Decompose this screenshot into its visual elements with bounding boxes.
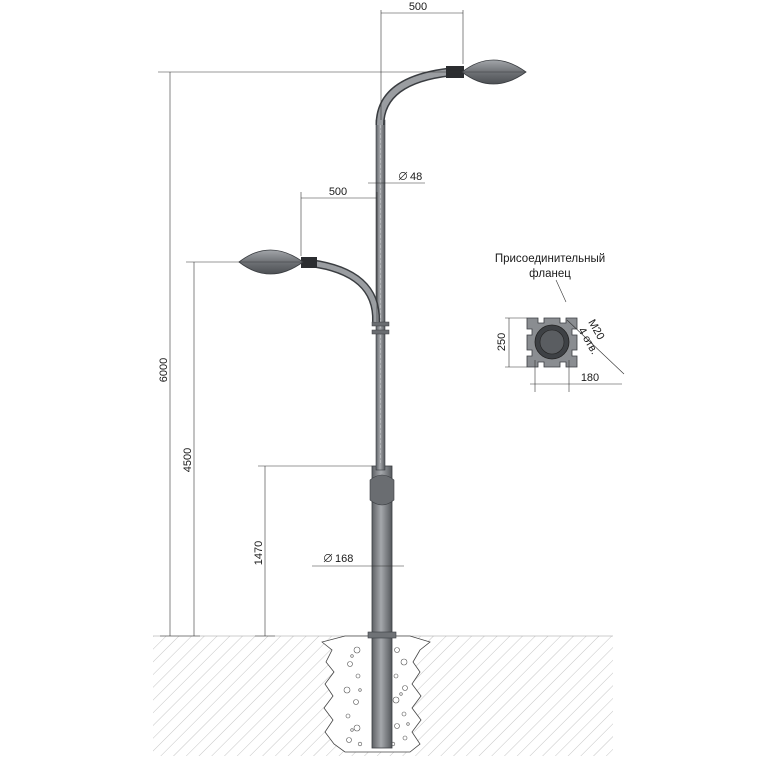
dim-upper-arm-reach: 500 bbox=[380, 1, 464, 120]
dim-base-section-height-label: 1470 bbox=[253, 541, 265, 565]
dim-lower-arm-reach: 500 bbox=[300, 186, 378, 322]
base-pipe bbox=[367, 465, 397, 749]
lower-luminaire bbox=[238, 249, 304, 275]
dim-base-pipe-diameter-label: 168 bbox=[335, 553, 353, 565]
diameter-icon-slash bbox=[323, 553, 333, 563]
dim-lower-luminaire-height: 4500 bbox=[182, 261, 240, 636]
dim-base-pipe-diameter: 168 bbox=[312, 553, 404, 567]
flange-side-label: 250 bbox=[496, 333, 508, 351]
dim-lower-arm-reach-label: 500 bbox=[329, 186, 347, 198]
dim-upper-pipe-diameter: 48 bbox=[368, 171, 425, 184]
diameter-icon bbox=[324, 554, 332, 562]
dim-upper-arm-reach-label: 500 bbox=[409, 1, 427, 13]
diameter-icon-slash bbox=[398, 171, 408, 181]
flange-title-line1: Присоединительный bbox=[495, 253, 605, 265]
flange-plate bbox=[526, 317, 578, 368]
flange-bolt-spacing-label: 180 bbox=[581, 372, 599, 384]
dim-lower-luminaire-height-label: 4500 bbox=[182, 448, 194, 472]
dim-total-height-label: 6000 bbox=[158, 358, 170, 382]
lower-arm bbox=[301, 257, 381, 323]
flange-title-line2: фланец bbox=[529, 268, 571, 280]
upper-luminaire bbox=[461, 59, 527, 85]
dim-upper-pipe-diameter-label: 48 bbox=[410, 171, 422, 183]
upper-arm bbox=[375, 66, 464, 126]
dim-base-section-height: 1470 bbox=[253, 465, 372, 637]
dim-total-height: 6000 bbox=[158, 71, 462, 637]
flange-detail: Присоединительный фланец 250 180 M20 4 о… bbox=[495, 253, 625, 392]
diameter-icon bbox=[399, 172, 407, 180]
